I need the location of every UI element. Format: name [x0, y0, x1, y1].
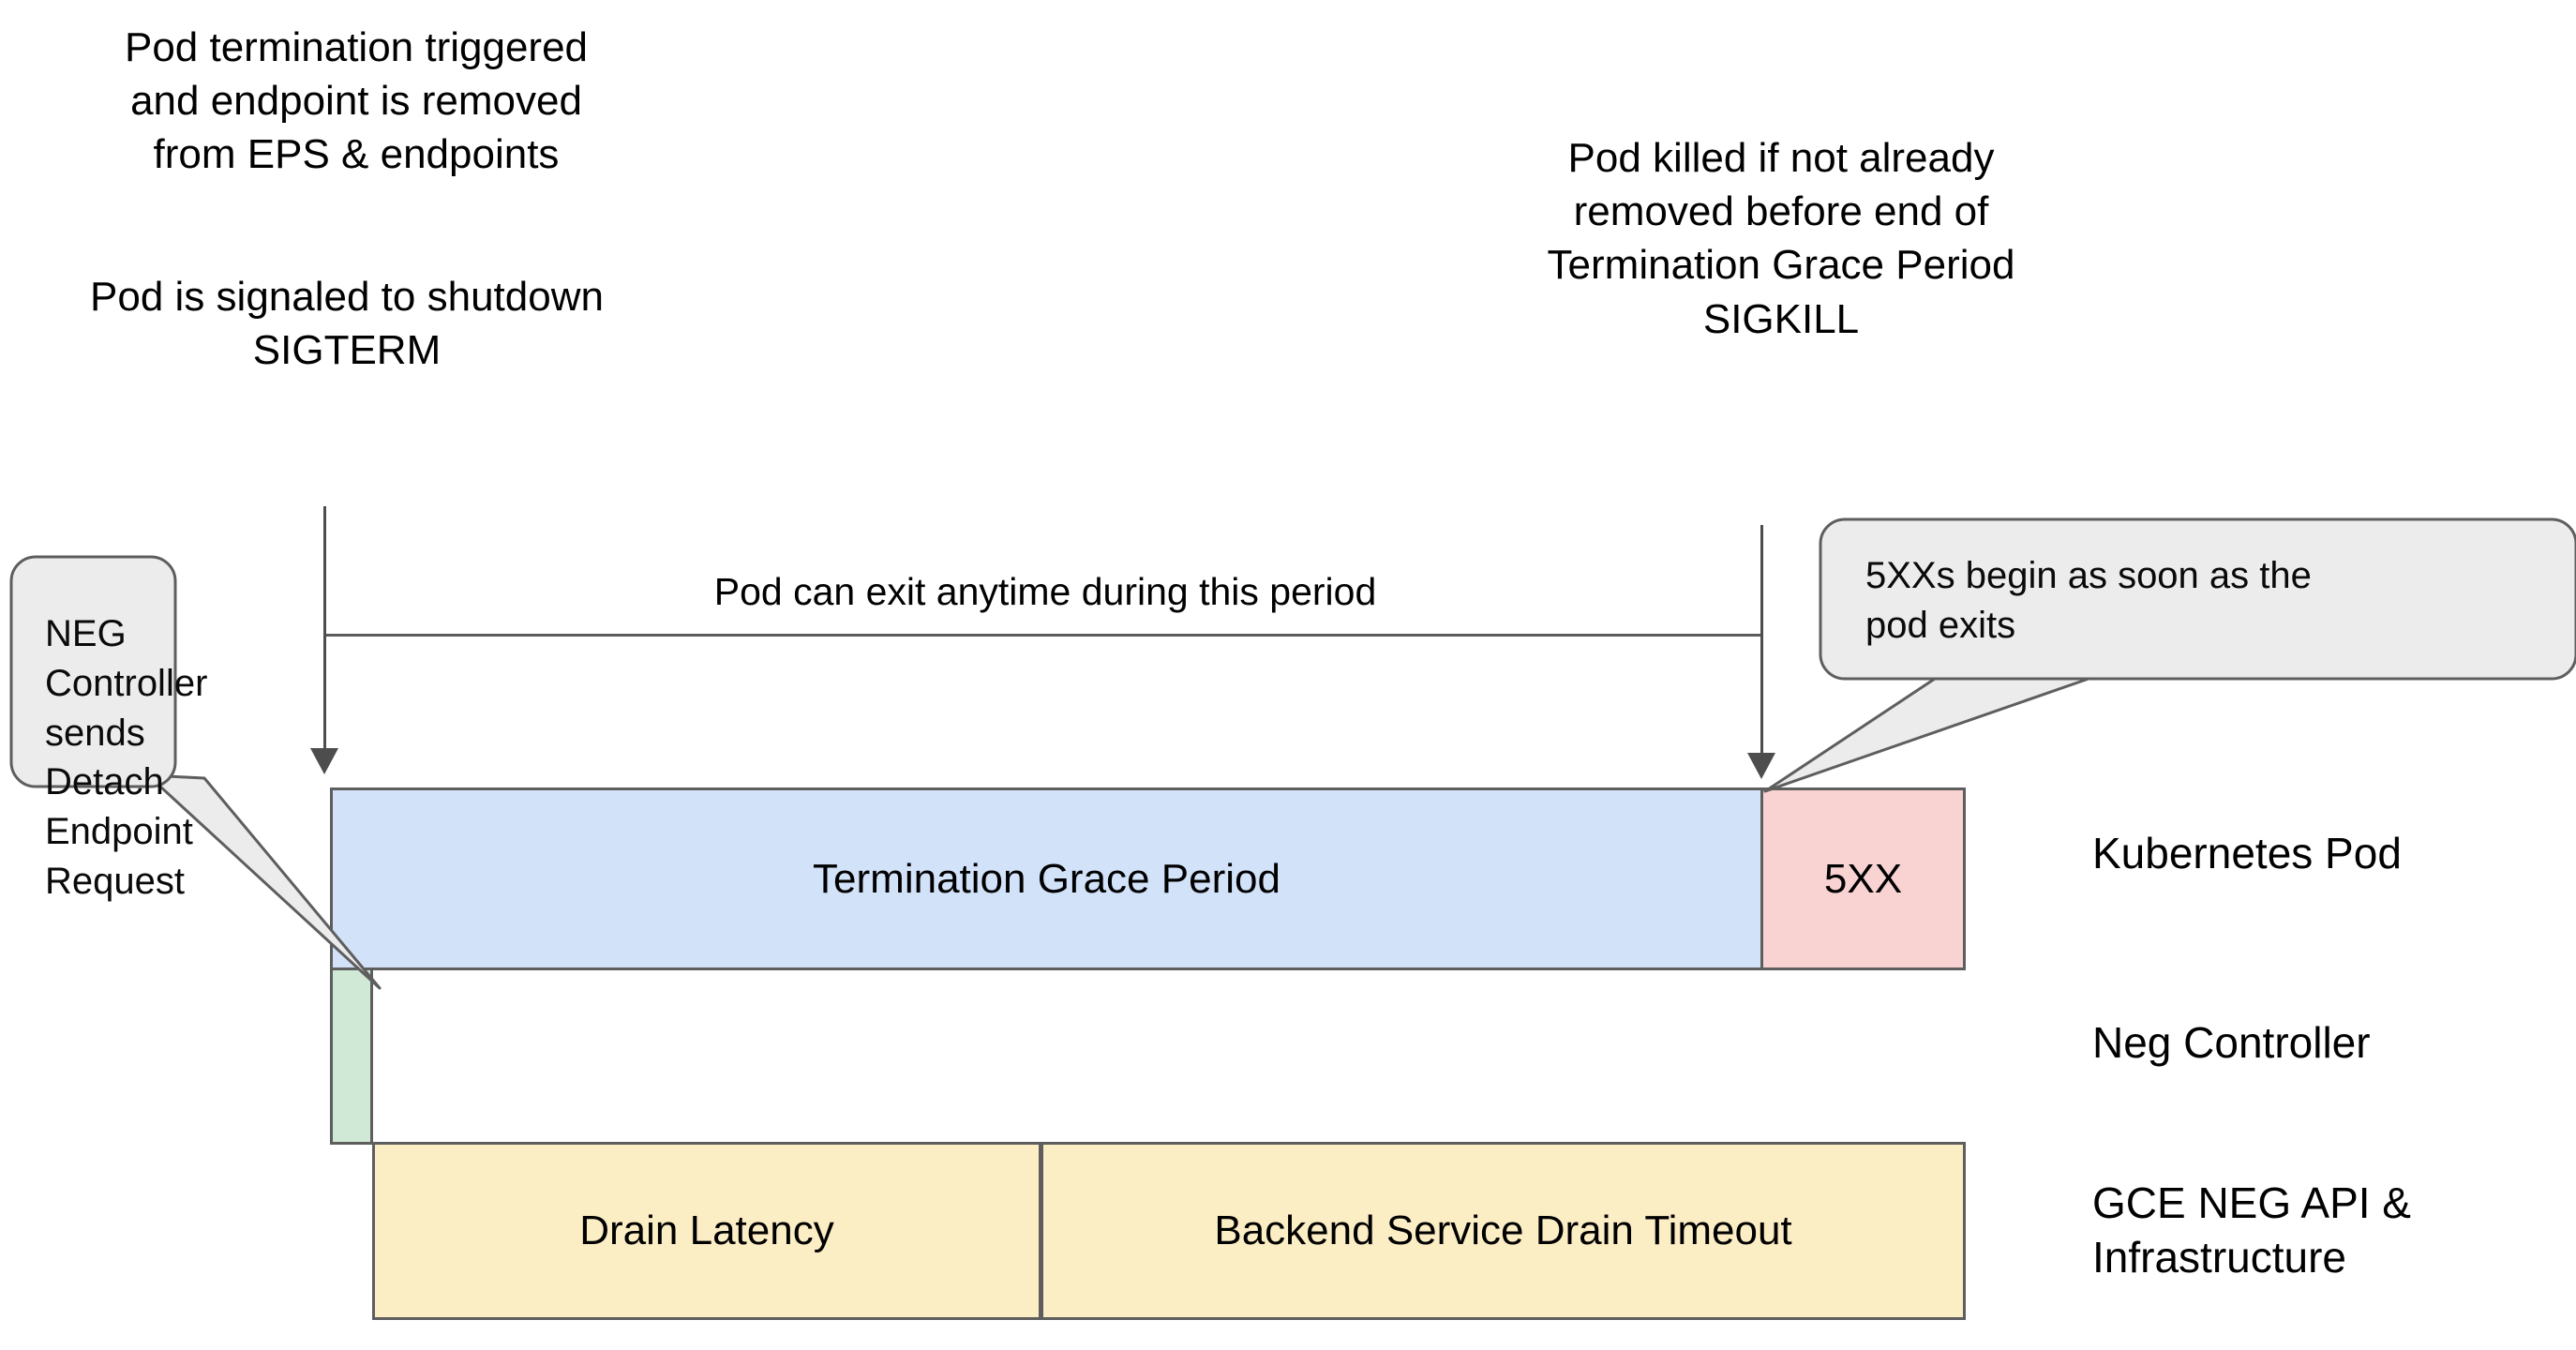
callout-5xx-shape [1763, 518, 2576, 793]
annotation-pod-termination-triggered: Pod termination triggered and endpoint i… [124, 24, 589, 178]
bar-backend-service-drain-timeout-label: Backend Service Drain Timeout [1214, 1208, 1792, 1253]
period-span-line [323, 634, 1762, 637]
annotation-pod-signaled-shutdown: Pod is signaled to shutdown SIGTERM [90, 274, 604, 374]
callout-5xx[interactable] [1763, 518, 2576, 827]
bar-termination-grace-period-label: Termination Grace Period [813, 855, 1281, 902]
period-caption-label: Pod can exit anytime during this period [713, 570, 1377, 613]
bar-neg-detach[interactable] [330, 968, 373, 1145]
bar-termination-grace-period[interactable]: Termination Grace Period [330, 788, 1763, 970]
callout-neg-controller-shape [9, 555, 382, 990]
sigkill-arrow-line [1760, 525, 1763, 755]
lane-label-kubernetes-pod: Kubernetes Pod [2092, 829, 2402, 878]
bar-5xx[interactable]: 5XX [1760, 788, 1966, 970]
sigkill-arrow-head [1747, 753, 1775, 779]
callout-neg-controller-text: NEG Controller sends Detach Endpoint Req… [45, 613, 208, 902]
annotation-pod-killed-sigkill: Pod killed if not already removed before… [1547, 135, 2015, 342]
bar-drain-latency-label: Drain Latency [579, 1208, 834, 1253]
bar-5xx-label: 5XX [1823, 855, 1903, 902]
lane-label-gce-neg-api: GCE NEG API & Infrastructure [2092, 1178, 2411, 1282]
bar-backend-service-drain-timeout[interactable]: Backend Service Drain Timeout [1041, 1142, 1966, 1320]
callout-neg-controller[interactable] [9, 555, 382, 996]
bar-drain-latency[interactable]: Drain Latency [372, 1142, 1041, 1320]
callout-5xx-text: 5XXs begin as soon as the pod exits [1865, 555, 2312, 646]
termination-trigger-arrow-head [310, 748, 338, 774]
termination-trigger-arrow-line [323, 506, 326, 750]
lane-label-neg-controller: Neg Controller [2092, 1018, 2371, 1067]
